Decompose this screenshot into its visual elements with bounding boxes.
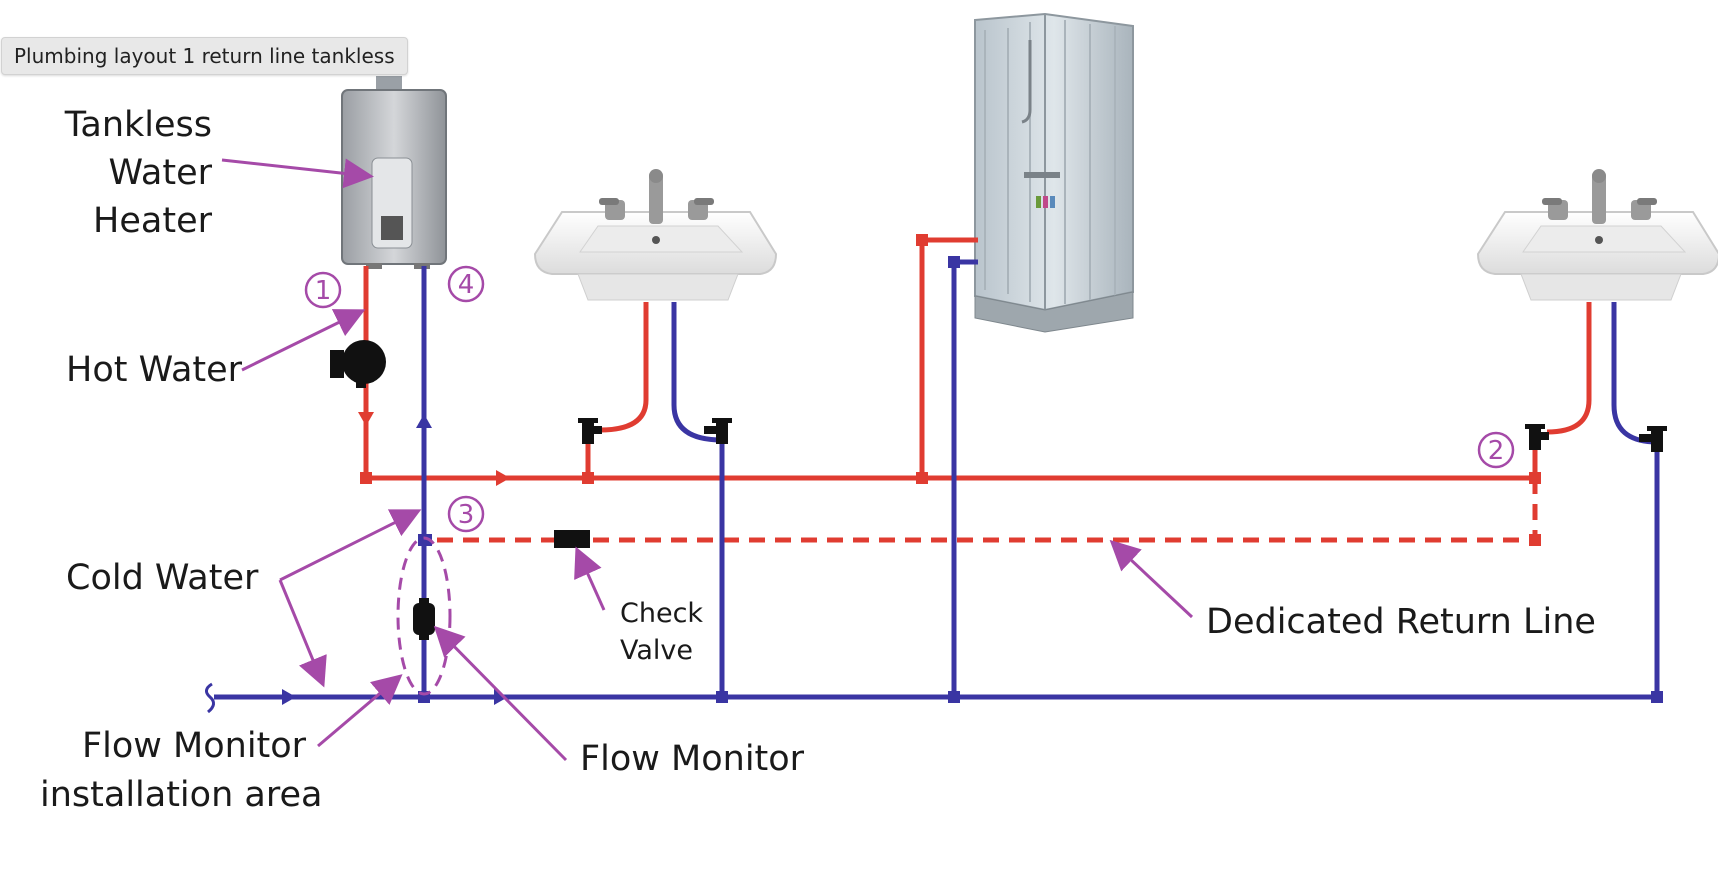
arrow-check-valve (574, 546, 606, 611)
hot-supply-main (363, 266, 1535, 481)
cold-water-pipes (205, 259, 1660, 714)
tankless-water-heater (341, 76, 447, 269)
flow-monitor-area-outline (396, 536, 452, 696)
arrow-flow-monitor (433, 625, 568, 762)
label-flow-monitor-area-line1: Flow Monitor (82, 726, 307, 766)
label-cold-water: Cold Water (66, 558, 259, 598)
cold-riser-sink-right (1611, 302, 1658, 445)
cold-flow-arrow-right-1 (282, 689, 296, 705)
annotation-arrows (221, 158, 1194, 762)
arrow-hot-water (241, 309, 366, 372)
flow-arrows (282, 412, 510, 705)
hot-riser-sink-right (1546, 302, 1592, 435)
svg-text:4: 4 (458, 270, 475, 300)
sink-left (533, 169, 778, 301)
shower-enclosure (974, 12, 1134, 333)
cold-riser-sink-left (671, 302, 723, 443)
svg-text:1: 1 (315, 276, 332, 306)
svg-text:2: 2 (1488, 436, 1505, 466)
arrow-cold-water-riser (279, 509, 422, 582)
label-hot-water: Hot Water (66, 350, 243, 390)
cold-inlet-break (205, 682, 215, 714)
hot-riser-shower (919, 237, 978, 478)
label-flow-monitor: Flow Monitor (580, 739, 805, 779)
label-return-line: Dedicated Return Line (1206, 602, 1596, 642)
arrow-cold-water-main (278, 579, 327, 688)
label-check-valve-line1: Check (620, 598, 703, 629)
callout-4: 4 (447, 265, 485, 303)
cold-flow-arrow-up (416, 414, 432, 428)
arrow-heater (221, 158, 374, 189)
valve-cold-sink-left (704, 418, 732, 444)
arrow-flow-monitor-area (317, 674, 403, 748)
arrow-return-line (1109, 539, 1194, 619)
callout-1: 1 (304, 271, 342, 309)
shutoff-valves (578, 418, 1667, 452)
label-heater-line1: Tankless (64, 105, 212, 145)
valve-hot-sink-left (578, 418, 602, 444)
callout-3: 3 (447, 495, 485, 533)
circulation-pump (330, 340, 386, 388)
valve-cold-sink-right (1639, 426, 1667, 452)
return-line-pipe (432, 478, 1538, 543)
svg-text:3: 3 (458, 500, 475, 530)
image-tooltip: Plumbing layout 1 return line tankless (1, 37, 408, 75)
callout-2: 2 (1477, 431, 1515, 469)
label-heater-line2: Water (109, 153, 213, 193)
valve-hot-sink-right (1525, 424, 1549, 450)
label-check-valve-line2: Valve (620, 635, 693, 666)
flow-monitor-device (413, 598, 435, 640)
label-flow-monitor-area-line2: installation area (40, 775, 322, 815)
check-valve (554, 530, 590, 548)
hot-flow-arrow-down (358, 412, 374, 426)
sink-right (1476, 169, 1718, 301)
cold-flow-arrow-right-2 (494, 689, 508, 705)
hot-riser-sink-left (599, 302, 649, 433)
label-heater-line3: Heater (93, 201, 213, 241)
hot-flow-arrow-right (496, 470, 510, 486)
